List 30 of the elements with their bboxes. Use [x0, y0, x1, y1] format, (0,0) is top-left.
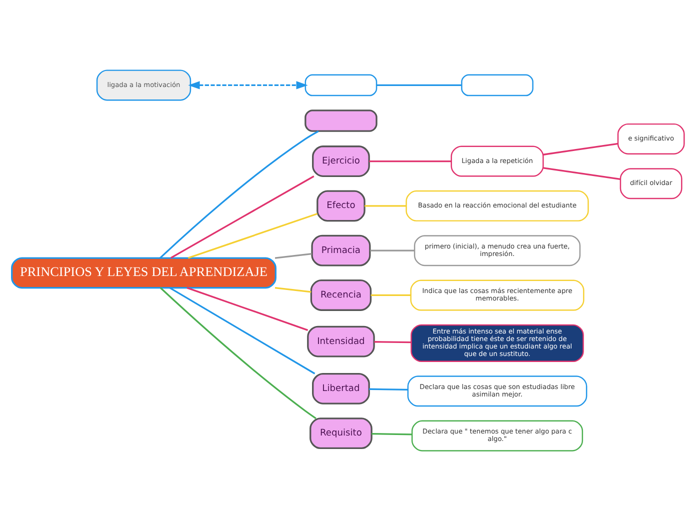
connector [364, 204, 406, 206]
connector [186, 286, 308, 330]
connector [374, 340, 412, 343]
node-box: Intensidad [307, 325, 375, 357]
connector [369, 160, 452, 162]
connector [370, 294, 411, 296]
node-box: Recencia [310, 279, 372, 310]
connector [170, 175, 314, 258]
connector [370, 249, 414, 251]
arrow [188, 80, 308, 89]
node-box [304, 109, 378, 132]
node-box: Efecto [316, 190, 366, 222]
node-box: Requisito [310, 417, 372, 449]
connector [543, 166, 620, 180]
node-box: Primacia [311, 234, 371, 266]
connector [376, 84, 462, 86]
connector [160, 286, 316, 419]
node-box: Libertad [312, 372, 370, 404]
node-box [304, 74, 378, 96]
node-box: Ejercicio [312, 145, 370, 176]
connector [274, 252, 312, 258]
connector [188, 212, 318, 258]
connector [169, 286, 316, 374]
connector [372, 432, 412, 435]
connector [369, 388, 408, 390]
node-box [461, 74, 534, 96]
connector [274, 286, 312, 292]
connector [543, 142, 618, 155]
connector [160, 130, 319, 258]
node-box: PRINCIPIOS Y LEYES DEL APRENDIZAJE [11, 256, 276, 288]
